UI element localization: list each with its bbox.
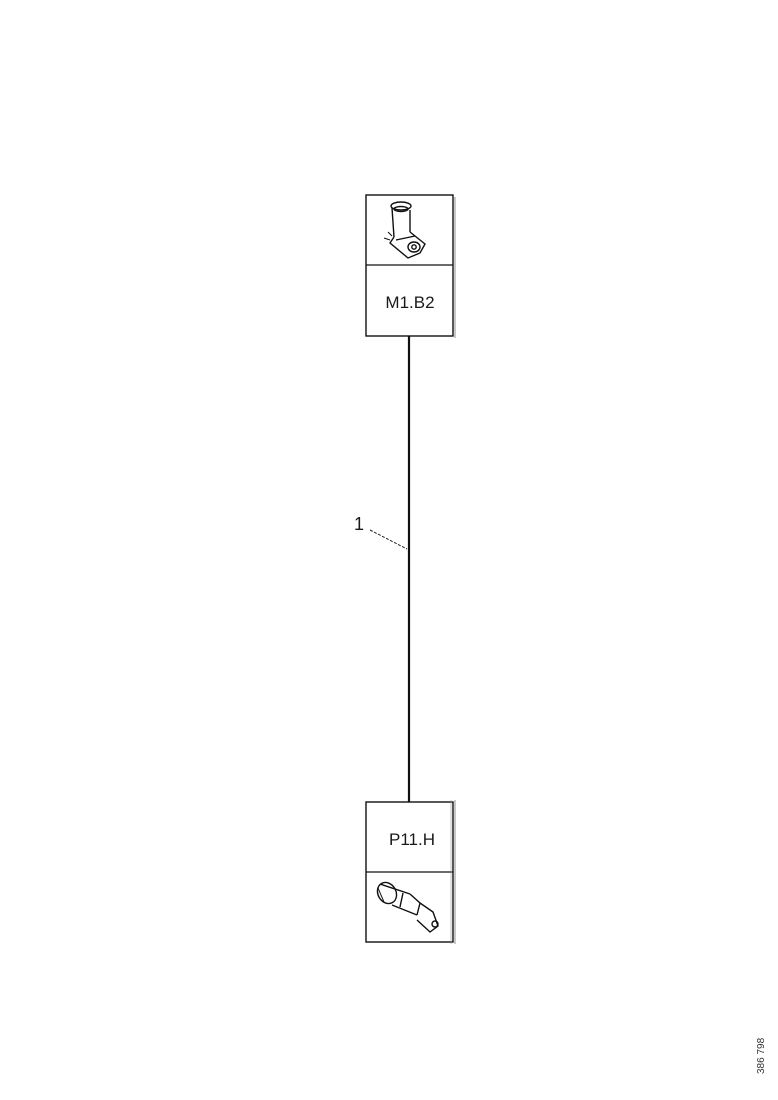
wire-callout-leader [369, 529, 408, 550]
reference-number: 386 798 [756, 1037, 767, 1074]
wire-callout-label: 1 [354, 514, 364, 534]
straight-connector-icon [376, 881, 439, 933]
bottom-connector[interactable]: P11.H [365, 800, 456, 944]
top-connector-label: M1.B2 [385, 293, 434, 312]
elbow-connector-icon [383, 201, 426, 259]
top-connector[interactable]: M1.B2 [365, 194, 456, 338]
bottom-connector-label: P11.H [389, 830, 435, 849]
